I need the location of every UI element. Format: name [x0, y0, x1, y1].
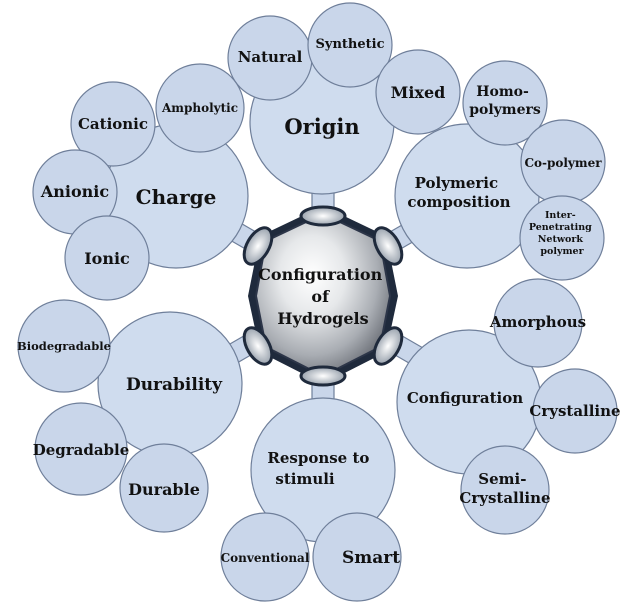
group-origin: Origin Natural Synthetic Mixed	[227, 2, 461, 195]
bubble-synthetic	[307, 2, 393, 88]
hub-port-bottom	[299, 365, 347, 387]
hub-port-upper-left	[242, 226, 274, 266]
label-conventional: Conventional	[221, 551, 310, 565]
bubble-degradable	[34, 402, 128, 496]
label-mixed: Mixed	[391, 83, 446, 102]
label-durable: Durable	[128, 480, 200, 499]
bubble-conventional	[220, 512, 310, 602]
label-co-polymer: Co-polymer	[524, 156, 602, 170]
label-origin: Origin	[284, 114, 359, 139]
label-response-to-stimuli: Response to stimuli	[267, 449, 374, 488]
label-durability: Durability	[126, 375, 223, 395]
bubble-mixed	[375, 49, 461, 135]
label-cationic: Cationic	[78, 115, 148, 133]
label-amorphous: Amorphous	[489, 313, 586, 331]
label-semi-crystalline: Semi- Crystalline	[459, 470, 550, 507]
group-polymeric-composition: Polymeric composition Homo- polymers Co-…	[394, 60, 606, 281]
hub-port-upper-right	[372, 226, 404, 266]
bubble-ampholytic	[155, 63, 245, 153]
group-configuration: Configuration Amorphous Crystalline Semi…	[396, 278, 621, 535]
label-homo-polymers: Homo- polymers	[469, 84, 541, 118]
label-ionic: Ionic	[84, 249, 130, 268]
group-charge: Charge Cationic Ampholytic Anionic Ionic	[32, 63, 249, 301]
bubble-smart	[312, 512, 402, 602]
label-crystalline: Crystalline	[529, 402, 620, 420]
bubble-durable	[119, 443, 209, 533]
hub-port-top	[299, 205, 347, 227]
hub-label: Configuration of Hydrogels	[258, 265, 388, 328]
label-synthetic: Synthetic	[316, 37, 385, 52]
label-anionic: Anionic	[40, 182, 110, 201]
bubble-ipn	[519, 195, 605, 281]
hub-port-lower-right	[372, 326, 404, 366]
label-biodegradable: Biodegradable	[17, 339, 111, 353]
label-ampholytic: Ampholytic	[161, 101, 238, 115]
hub: Configuration of Hydrogels	[242, 205, 404, 387]
label-natural: Natural	[238, 48, 303, 66]
hub-port-lower-left	[242, 326, 274, 366]
bubble-ionic	[64, 215, 150, 301]
bubble-cationic	[70, 81, 156, 167]
bubble-semi-crystalline	[460, 445, 550, 535]
label-smart: Smart	[342, 548, 400, 568]
label-configuration: Configuration	[407, 389, 523, 407]
label-ipn: Inter- Penetrating Network polymer	[529, 210, 595, 257]
label-polymeric-composition: Polymeric composition	[407, 174, 510, 211]
group-response-to-stimuli: Response to stimuli Conventional Smart	[220, 397, 402, 602]
label-degradable: Degradable	[33, 441, 130, 459]
bubble-amorphous	[493, 278, 583, 368]
label-charge: Charge	[136, 185, 217, 209]
bubble-biodegradable	[17, 299, 111, 393]
bubble-crystalline	[532, 368, 618, 454]
group-durability: Durability Biodegradable Degradable Dura…	[17, 299, 243, 533]
bubble-homo-polymers	[462, 60, 548, 146]
